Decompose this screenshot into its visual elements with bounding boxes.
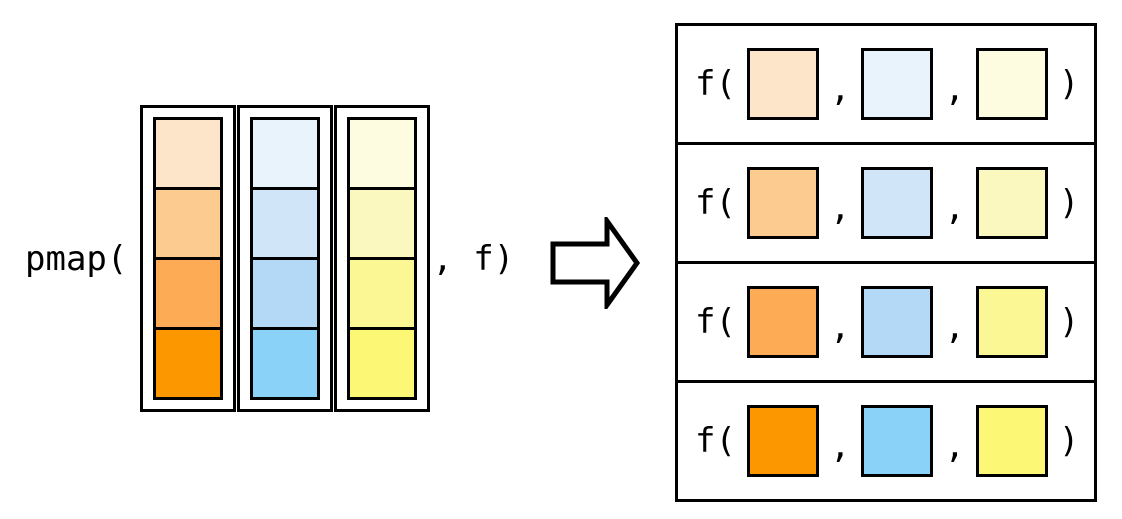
sharded-input-arrays: [140, 105, 431, 412]
pmap-call-prefix: pmap(: [25, 238, 128, 279]
function-call-row-2: f( , , ): [675, 142, 1097, 264]
call-arg-shard-3: [975, 48, 1048, 120]
array-shard-cell: [153, 187, 224, 260]
function-call-row-3: f( , , ): [675, 261, 1097, 383]
argument-array-2: [237, 105, 334, 412]
call-open-text: f(: [695, 183, 736, 223]
call-arg-shard-2: [861, 405, 934, 477]
array-shard-cell: [153, 257, 224, 330]
array-shard-cell: [250, 187, 321, 260]
call-arg-shard-3: [975, 167, 1048, 239]
call-close-text: ): [1058, 64, 1080, 104]
array-shard-cell: [250, 257, 321, 330]
array-shard-cell: [347, 327, 418, 400]
call-arg-shard-1: [746, 48, 819, 120]
array-shard-cell: [250, 327, 321, 400]
pmap-call-expression: pmap( , f): [25, 105, 514, 412]
call-open-text: f(: [695, 64, 736, 104]
parallel-function-calls: f( , , ) f( , , ) f( , , ) f( ,: [675, 23, 1097, 502]
pmap-call-suffix: , f): [432, 238, 515, 279]
argument-array-1: [140, 105, 237, 412]
call-separator-text: ,: [944, 188, 965, 228]
call-arg-shard-3: [975, 286, 1048, 358]
maps-to-arrow-icon: [549, 213, 641, 313]
call-separator-text: ,: [829, 69, 851, 109]
call-separator-text: ,: [944, 69, 965, 109]
call-close-text: ): [1058, 421, 1080, 461]
call-close-text: ): [1058, 183, 1080, 223]
call-arg-shard-2: [861, 167, 934, 239]
call-separator-text: ,: [829, 188, 851, 228]
array-shard-cell: [347, 257, 418, 330]
call-arg-shard-1: [746, 405, 819, 477]
call-separator-text: ,: [944, 426, 965, 466]
call-arg-shard-1: [746, 167, 819, 239]
call-open-text: f(: [695, 302, 736, 342]
call-separator-text: ,: [944, 307, 965, 347]
function-call-row-1: f( , , ): [675, 23, 1097, 145]
call-close-text: ): [1058, 302, 1080, 342]
argument-array-3: [334, 105, 431, 412]
array-shard-cell: [347, 187, 418, 260]
call-arg-shard-2: [861, 286, 934, 358]
array-shard-cell: [153, 117, 224, 190]
call-separator-text: ,: [829, 426, 851, 466]
array-shard-cell: [250, 117, 321, 190]
array-shard-cell: [153, 327, 224, 400]
call-arg-shard-2: [861, 48, 934, 120]
call-arg-shard-1: [746, 286, 819, 358]
function-call-row-4: f( , , ): [675, 380, 1097, 502]
call-arg-shard-3: [975, 405, 1048, 477]
call-separator-text: ,: [829, 307, 851, 347]
call-open-text: f(: [695, 421, 736, 461]
array-shard-cell: [347, 117, 418, 190]
